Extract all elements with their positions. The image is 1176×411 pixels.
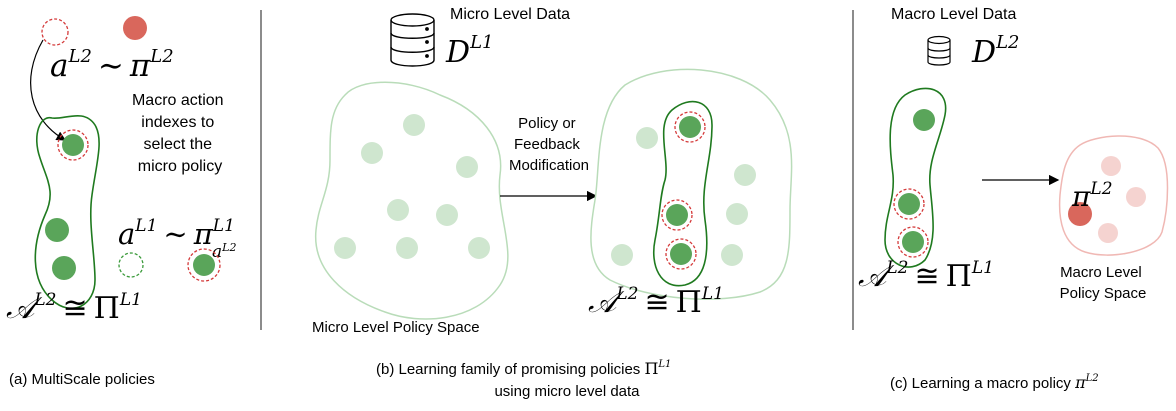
promising-policy-node <box>670 243 692 265</box>
formula-micro-action-sampling: aL1∼πL1 <box>118 216 235 251</box>
indexing-arrow <box>30 39 67 141</box>
policy-family-enclosure <box>884 87 947 268</box>
micro-policy-point <box>611 244 633 266</box>
caption-b-line1: (b) Learning family of promising policie… <box>376 359 671 378</box>
caption-b-line2: using micro level data <box>494 383 640 400</box>
macro-space-label: Macro Level Policy Space <box>1060 264 1147 302</box>
sampled-macro-action-dashed-circle <box>41 18 69 46</box>
selected-policy-highlight <box>897 226 929 258</box>
caption-a: (a) MultiScale policies <box>9 371 155 388</box>
micro-policy-point <box>361 142 383 164</box>
micro-policy-point <box>396 237 418 259</box>
micro-data-title: Micro Level Data <box>450 6 570 23</box>
micro-data-symbol: DL1 <box>445 32 493 70</box>
micro-policy-point <box>636 127 658 149</box>
macro-action-note: Macro action indexes to select the micro… <box>132 92 228 175</box>
selected-policy-node <box>902 231 924 253</box>
promising-policy-highlight <box>674 111 706 143</box>
micro-policy-point <box>387 199 409 221</box>
learned-macro-policy-node <box>1068 202 1092 226</box>
micro-policy-point <box>456 156 478 178</box>
macro-policy-label: πL2 <box>1071 179 1113 213</box>
promising-policy-node <box>666 204 688 226</box>
modification-label: Policy or Feedback Modification <box>509 115 589 174</box>
macro-policy-space-blob <box>1058 135 1169 256</box>
formula-micro-policy-subscript: aL2 <box>212 241 236 262</box>
panel-b: Micro Level Data DL1 Policy or Feedback … <box>312 6 793 400</box>
micro-policy-node <box>913 109 935 131</box>
macro-policy-node <box>123 16 147 40</box>
macro-policy-point <box>1101 156 1121 176</box>
micro-policy-point <box>436 204 458 226</box>
selected-micro-policy-highlight <box>57 129 89 161</box>
macro-data-symbol: DL2 <box>971 32 1019 70</box>
promising-policy-family-enclosure <box>653 100 713 287</box>
selected-policy-node <box>193 254 215 276</box>
selected-policy-highlight <box>187 248 221 282</box>
selected-micro-policy <box>62 134 84 156</box>
formula-action-space-equivalence: 𝒜L2≅ΠL1 <box>588 284 724 320</box>
micro-policy-point <box>721 244 743 266</box>
database-icon <box>927 35 951 66</box>
macro-data-title: Macro Level Data <box>891 6 1016 23</box>
refined-policy-space-blob <box>590 68 793 300</box>
selected-policy-node <box>898 193 920 215</box>
selected-policy-highlight <box>893 188 925 220</box>
micro-policy-points <box>334 114 490 259</box>
policy-family-enclosure <box>34 115 100 310</box>
macro-policy-points <box>1098 156 1146 243</box>
micro-policy-point <box>334 237 356 259</box>
micro-policy-point <box>468 237 490 259</box>
micro-policy-point <box>403 114 425 136</box>
promising-policy-node <box>679 116 701 138</box>
database-icon <box>390 13 435 67</box>
refined-policy-points <box>611 127 756 266</box>
caption-c: (c) Learning a macro policy πL2 <box>890 373 1099 392</box>
macro-policy-point <box>1098 223 1118 243</box>
formula-action-space-equivalence: 𝒜L2≅ΠL1 <box>6 290 142 326</box>
unselected-dashed-policy <box>118 252 144 278</box>
formula-action-space-equivalence: 𝒜L2≅ΠL1 <box>858 258 994 294</box>
panel-c: Macro Level Data DL2 πL2 Macro Level <box>858 6 1169 392</box>
micro-policy-point <box>726 203 748 225</box>
panel-a: aL2∼πL2 Macro action indexes to select t… <box>6 16 236 388</box>
micro-policy-node <box>52 256 76 280</box>
micro-space-label: Micro Level Policy Space <box>312 319 480 336</box>
macro-policy-point <box>1126 187 1146 207</box>
micro-policy-point <box>734 164 756 186</box>
micro-policy-node <box>45 218 69 242</box>
micro-policy-space-blob <box>315 81 509 320</box>
promising-policy-highlight <box>661 199 693 231</box>
formula-macro-action-sampling: aL2∼πL2 <box>50 46 174 84</box>
promising-policy-highlight <box>665 238 697 270</box>
